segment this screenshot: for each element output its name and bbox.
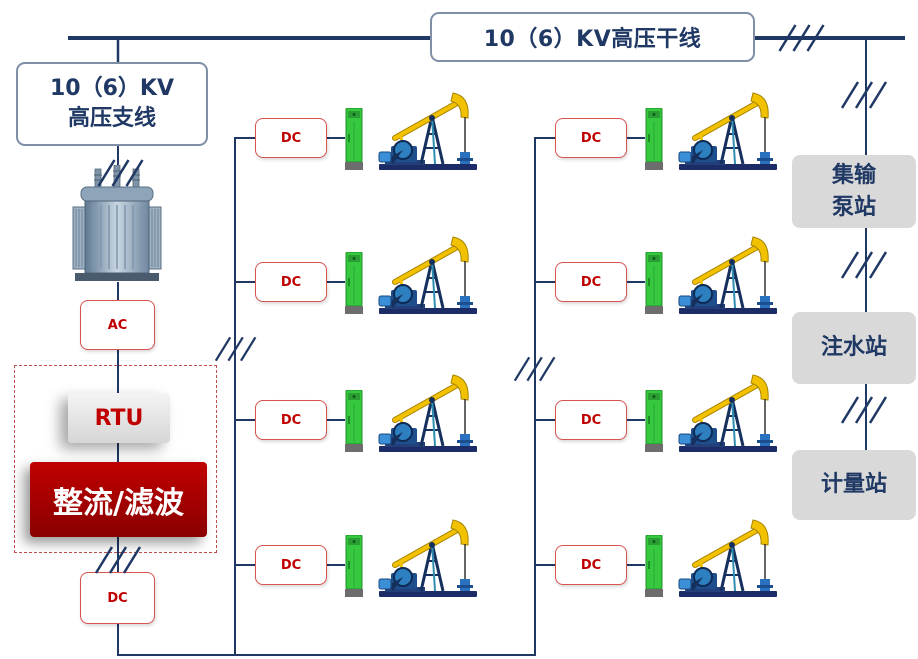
station-label-line1: 集输 — [831, 162, 876, 188]
control-cabinet-icon — [645, 252, 663, 314]
well-dc-label: DC — [280, 557, 302, 573]
well-dc-box: DC — [555, 262, 627, 302]
main-line-label-box: 10（6）KV高压干线 — [430, 12, 755, 62]
well-dc-label: DC — [580, 557, 602, 573]
control-cabinet-icon — [345, 108, 363, 170]
well-dc-box: DC — [255, 262, 327, 302]
cabinet-connector — [627, 419, 645, 421]
feeder-connector — [535, 281, 555, 283]
cabinet-connector — [627, 564, 645, 566]
line-break-mark — [840, 395, 890, 425]
branch-line-name: 高压支线 — [67, 106, 156, 131]
cabinet-connector — [327, 137, 345, 139]
pumpjack-icon — [675, 370, 780, 456]
well-dc-label: DC — [580, 130, 602, 146]
well-dc-box: DC — [255, 545, 327, 585]
pumpjack-icon — [675, 515, 780, 601]
well-unit: DC — [235, 515, 485, 615]
pumpjack-icon — [675, 232, 780, 318]
pumpjack-icon — [375, 232, 480, 318]
well-dc-label: DC — [280, 274, 302, 290]
control-cabinet-icon — [645, 390, 663, 452]
line-break-mark — [775, 23, 830, 53]
line-break-mark — [513, 354, 558, 384]
branch-line-voltage: 10（6）KV — [50, 76, 174, 101]
cabinet-connector — [627, 281, 645, 283]
cabinet-connector — [327, 419, 345, 421]
line-break-mark — [214, 334, 259, 364]
feeder-connector — [535, 137, 555, 139]
well-unit: DC — [235, 370, 485, 470]
rectifier-cabinet-frame — [14, 365, 217, 553]
feeder-connector — [535, 564, 555, 566]
control-cabinet-icon — [345, 390, 363, 452]
ac-label: AC — [107, 317, 128, 333]
feeder-connector — [235, 137, 255, 139]
well-unit: DC — [535, 88, 785, 188]
line-break-mark — [840, 250, 890, 280]
well-dc-label: DC — [580, 412, 602, 428]
station-gathering-pump: 集输 泵站 — [792, 155, 916, 228]
feeder-connector — [235, 419, 255, 421]
well-dc-label: DC — [280, 130, 302, 146]
control-cabinet-icon — [645, 108, 663, 170]
well-unit: DC — [235, 88, 485, 188]
control-cabinet-icon — [345, 535, 363, 597]
station-label-line2: 泵站 — [831, 194, 876, 220]
rectifier-filter-label: 整流/滤波 — [53, 485, 184, 521]
cabinet-connector — [327, 564, 345, 566]
station-metering: 计量站 — [792, 450, 916, 520]
well-dc-box: DC — [555, 400, 627, 440]
well-dc-box: DC — [555, 118, 627, 158]
pumpjack-icon — [375, 88, 480, 174]
station-water-injection: 注水站 — [792, 312, 916, 384]
well-dc-box: DC — [555, 545, 627, 585]
rtu-box: RTU — [68, 393, 170, 443]
feeder-connector — [535, 419, 555, 421]
rtu-label: RTU — [94, 405, 144, 431]
cabinet-connector — [627, 137, 645, 139]
well-unit: DC — [535, 515, 785, 615]
line-break-mark — [94, 545, 144, 575]
well-dc-box: DC — [255, 400, 327, 440]
feeder-connector — [235, 564, 255, 566]
feeder-connector — [235, 281, 255, 283]
station-label: 注水站 — [820, 335, 887, 360]
cabinet-connector — [327, 281, 345, 283]
line-break-mark — [840, 80, 890, 110]
well-unit: DC — [535, 232, 785, 332]
rectifier-filter-box: 整流/滤波 — [30, 462, 207, 537]
well-dc-box: DC — [255, 118, 327, 158]
ac-box: AC — [80, 300, 155, 350]
well-unit: DC — [235, 232, 485, 332]
main-dc-label: DC — [107, 590, 128, 606]
branch-line-label-box: 10（6）KV 高压支线 — [16, 62, 208, 146]
well-dc-label: DC — [580, 274, 602, 290]
line-break-mark — [94, 158, 149, 188]
control-cabinet-icon — [345, 252, 363, 314]
main-dc-box: DC — [80, 572, 155, 624]
pumpjack-icon — [375, 515, 480, 601]
well-unit: DC — [535, 370, 785, 470]
control-cabinet-icon — [645, 535, 663, 597]
main-line-label: 10（6）KV高压干线 — [483, 27, 702, 52]
well-dc-label: DC — [280, 412, 302, 428]
pumpjack-icon — [675, 88, 780, 174]
station-label: 计量站 — [820, 472, 887, 497]
pumpjack-icon — [375, 370, 480, 456]
